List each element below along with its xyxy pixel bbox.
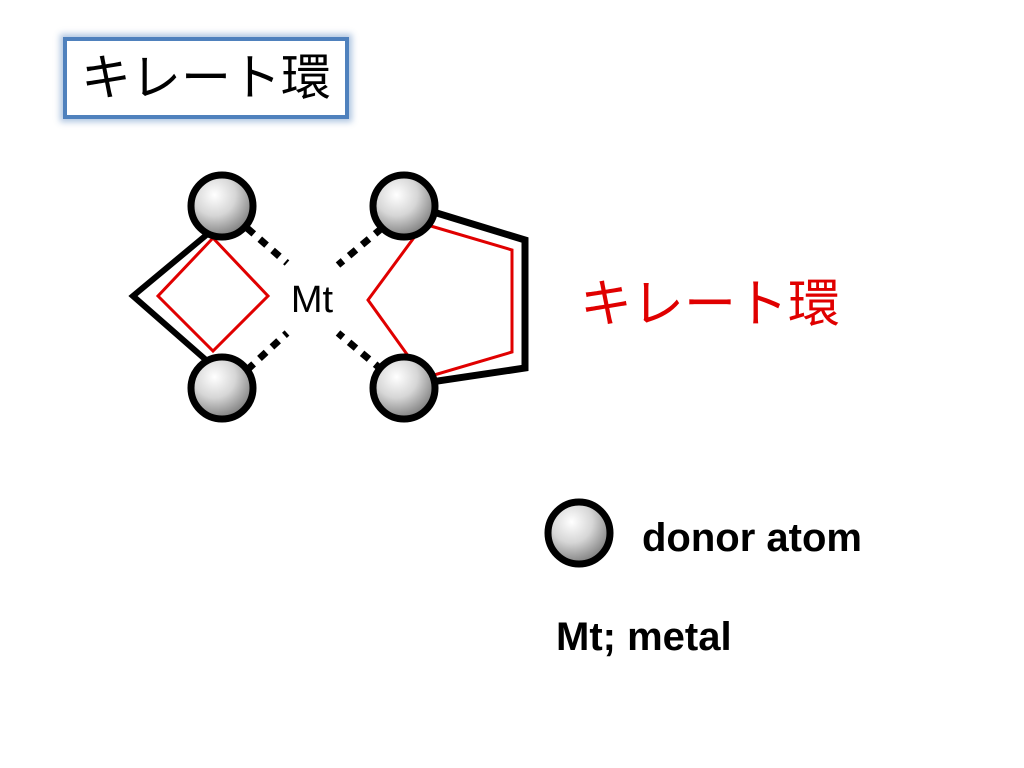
coordination-bond-bottom-left xyxy=(244,330,290,373)
chelate-ring-five-membered xyxy=(366,222,514,380)
legend-donor-atom-label: donor atom xyxy=(642,516,862,560)
ligand-backbone-left xyxy=(128,219,224,377)
ligand-backbone-right xyxy=(402,199,529,390)
coordination-bonds xyxy=(244,225,385,373)
donor-atom-bottom-right xyxy=(369,353,439,423)
donor-atoms xyxy=(187,171,439,423)
donor-atom-top-right xyxy=(369,171,439,241)
legend-donor-atom-icon xyxy=(544,498,614,568)
slide-title: キレート環 xyxy=(81,49,331,107)
chelate-ring-label: キレート環 xyxy=(580,275,840,335)
legend-metal-label: Mt; metal xyxy=(556,615,732,659)
coordination-bond-top-right xyxy=(335,225,385,268)
metal-center-label: Mt xyxy=(291,279,334,321)
donor-atom-top-left xyxy=(187,171,257,241)
coordination-bond-bottom-right xyxy=(335,330,385,373)
title-box: キレート環 xyxy=(63,37,349,119)
coordination-bond-top-left xyxy=(244,225,290,266)
chelate-ring-four-membered xyxy=(155,235,271,354)
donor-atom-bottom-left xyxy=(187,353,257,423)
